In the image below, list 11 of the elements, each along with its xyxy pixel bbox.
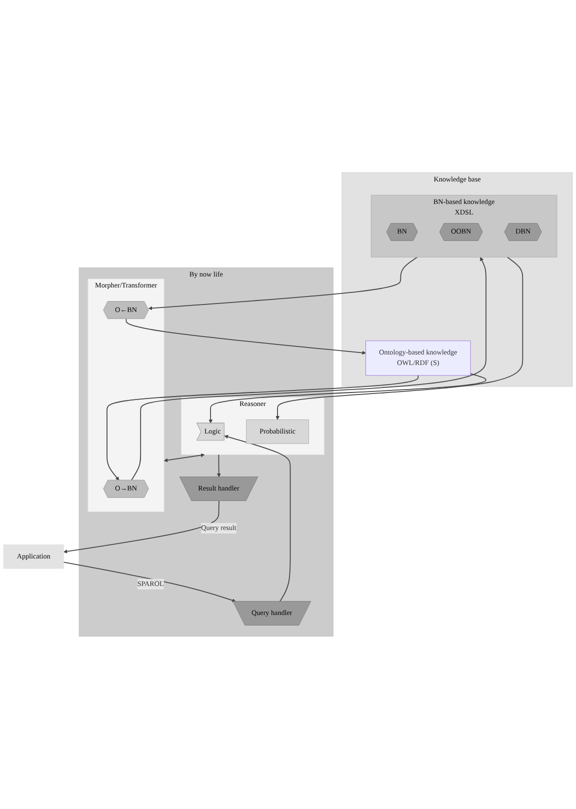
arrow (63, 500, 220, 554)
arrow (208, 373, 486, 424)
arrow (106, 375, 419, 481)
arrow (63, 562, 236, 602)
arrow (148, 256, 418, 310)
arrow (216, 454, 221, 478)
arrow (276, 256, 524, 420)
arrow (164, 453, 205, 462)
arrow (131, 257, 486, 481)
arrow (126, 318, 366, 355)
arrow (224, 435, 291, 602)
